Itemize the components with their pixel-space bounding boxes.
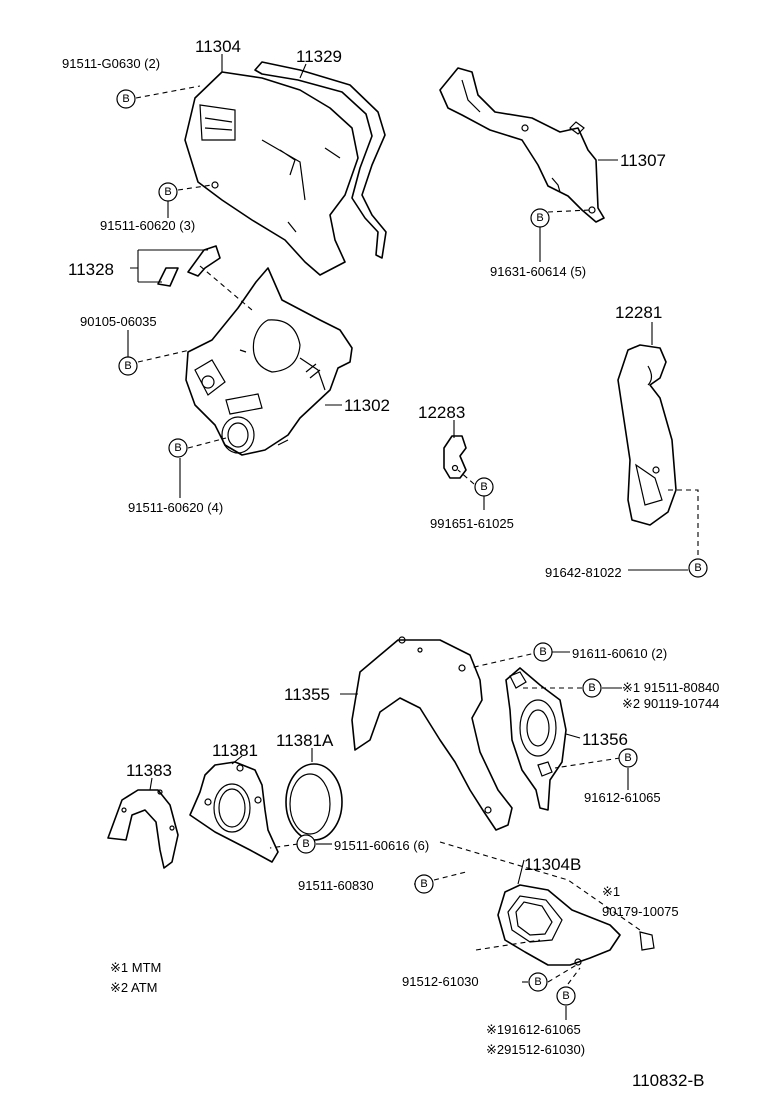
bolt-label-91612-61065-b: ※191612-61065 (486, 1022, 581, 1037)
bolt-marker-4: B (118, 356, 138, 376)
svg-text:B: B (694, 562, 701, 574)
label-11381A: 11381A (276, 731, 334, 750)
svg-text:B: B (420, 878, 427, 890)
svg-text:B: B (122, 93, 129, 105)
label-11381: 11381 (212, 741, 258, 760)
bolt-label-90105-06035: 90105-06035 (80, 314, 157, 329)
part-11356-seal-retainer (505, 667, 567, 811)
svg-text:B: B (588, 682, 595, 694)
label-12281: 12281 (615, 303, 662, 322)
legend-atm: ※2 ATM (110, 980, 158, 995)
bolt-label-90179-10075: 90179-10075 (602, 904, 679, 919)
bolt-marker-10: B (618, 748, 638, 768)
bolt-label-note1: ※1 (602, 884, 620, 899)
part-11304-upper-timing-cover (184, 71, 359, 276)
bolt-marker-12: B (414, 874, 434, 894)
part-11383-gasket (107, 789, 179, 869)
part-11355-rear-plate (351, 636, 513, 831)
bolt-marker-7: B (688, 558, 708, 578)
label-11304B: 11304B (524, 855, 581, 874)
bolt-label-91511-60830: 91511-60830 (298, 878, 374, 893)
dashed-connectors (135, 85, 699, 985)
part-11307-cover-plate (439, 67, 605, 223)
part-12283-hook (443, 435, 467, 479)
bolt-marker-6: B (474, 477, 494, 497)
legend-mtm: ※1 MTM (110, 960, 161, 975)
svg-text:B: B (534, 976, 541, 988)
bolt-label-91511-60620-4: 91511-60620 (4) (128, 500, 223, 515)
label-11328: 11328 (68, 260, 114, 279)
bolt-marker-14: B (556, 986, 576, 1006)
bolt-label-91631-60614: 91631-60614 (5) (490, 264, 586, 279)
svg-text:B: B (536, 212, 543, 224)
part-12281-bracket (617, 344, 677, 526)
bolt-label-91511-60616: 91511-60616 (6) (334, 838, 429, 853)
label-11302: 11302 (344, 396, 390, 415)
svg-text:B: B (624, 752, 631, 764)
bolt-label-991651-61025: 991651-61025 (430, 516, 514, 531)
bolt-label-91511-80840: ※1 91511-80840 (622, 680, 719, 695)
bolt-label-90119-10744: ※2 90119-10744 (622, 696, 719, 711)
bolt-marker-9: B (582, 678, 602, 698)
bolt-marker-5: B (168, 438, 188, 458)
part-11381-oil-seal-retainer (189, 761, 279, 863)
part-11328-guides (157, 245, 221, 287)
label-12283: 12283 (418, 403, 465, 422)
bolt-label-91612-61065: 91612-61065 (584, 790, 661, 805)
part-11302-lower-timing-cover (185, 267, 353, 456)
svg-text:B: B (302, 838, 309, 850)
svg-text:B: B (174, 442, 181, 454)
bolt-marker-13: B (528, 972, 548, 992)
bolt-marker-8: B (533, 642, 553, 662)
label-11356: 11356 (582, 730, 628, 749)
svg-text:B: B (539, 646, 546, 658)
part-11329-gasket (254, 61, 387, 259)
bolt-label-91642-81022: 91642-81022 (545, 565, 622, 580)
label-11304: 11304 (195, 37, 241, 56)
label-11307: 11307 (620, 151, 666, 170)
bolt-label-91512-61030: 91512-61030 (402, 974, 479, 989)
part-11381A-oil-seal (285, 763, 343, 841)
diagram-id: 110832-B (632, 1071, 704, 1090)
part-11304B-cover (497, 884, 655, 966)
svg-text:B: B (562, 990, 569, 1002)
svg-text:B: B (164, 186, 171, 198)
bolt-label-91611-60610: 91611-60610 (2) (572, 646, 667, 661)
bolt-marker-3: B (530, 208, 550, 228)
label-11383: 11383 (126, 761, 172, 780)
bolt-label-91511-60620-3: 91511-60620 (3) (100, 218, 195, 233)
bolt-label-91511-G0630: 91511-G0630 (2) (62, 56, 160, 71)
bolt-label-91512-61030-b: ※291512-61030) (486, 1042, 585, 1057)
bolt-marker-11: B (296, 834, 316, 854)
leader-lines (127, 54, 688, 1020)
svg-text:B: B (124, 360, 131, 372)
label-11329: 11329 (296, 47, 342, 66)
bolt-marker-2: B (158, 182, 178, 202)
svg-text:B: B (480, 481, 487, 493)
label-11355: 11355 (284, 685, 330, 704)
bolt-marker-1: B (116, 89, 136, 109)
